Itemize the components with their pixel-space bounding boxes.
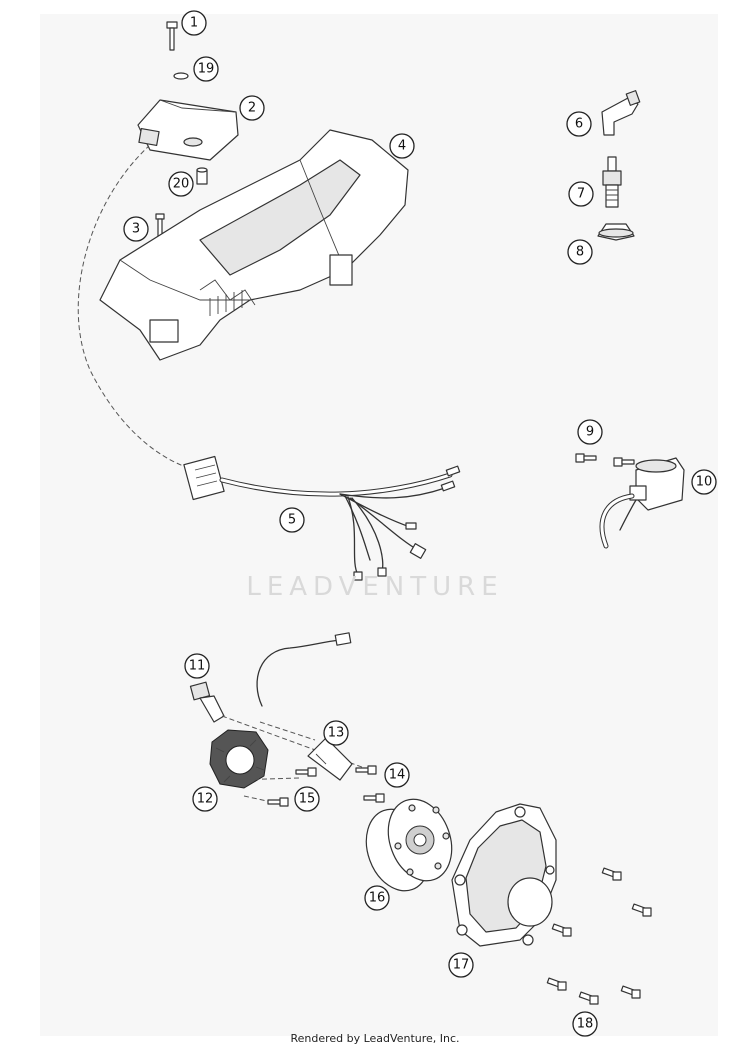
part-screw-1: [166, 21, 178, 51]
part-spark-plug-7: [602, 156, 622, 208]
part-control-module-2: [137, 99, 239, 161]
connector-dash-line: [77, 144, 196, 471]
svg-text:13: 13: [328, 726, 345, 741]
callout-10[interactable]: 10: [691, 469, 717, 495]
watermark: LEADVENTURE: [246, 572, 504, 602]
svg-text:12: 12: [197, 792, 214, 807]
svg-text:15: 15: [299, 792, 316, 807]
svg-text:19: 19: [198, 62, 215, 77]
callout-11[interactable]: 11: [184, 653, 210, 679]
callout-4[interactable]: 4: [389, 133, 415, 159]
svg-text:1: 1: [190, 16, 198, 31]
part-wire-harness-5: [183, 455, 461, 581]
callout-19[interactable]: 19: [193, 56, 219, 82]
callout-6[interactable]: 6: [566, 111, 592, 137]
part-bracket-13: [307, 737, 353, 781]
part-ignition-cover-17: [451, 803, 557, 947]
part-screws-15: [267, 767, 317, 807]
svg-text:10: 10: [696, 475, 713, 490]
svg-text:16: 16: [369, 891, 386, 906]
svg-text:4: 4: [398, 139, 406, 154]
callout-13[interactable]: 13: [323, 720, 349, 746]
part-bolts-9: [575, 453, 635, 467]
callout-5[interactable]: 5: [279, 507, 305, 533]
part-ignition-coil-10: [599, 457, 685, 549]
part-grommet-8: [597, 223, 635, 241]
svg-text:3: 3: [132, 222, 140, 237]
svg-text:7: 7: [577, 187, 585, 202]
callout-20[interactable]: 20: [168, 171, 194, 197]
callout-12[interactable]: 12: [192, 786, 218, 812]
part-screws-18: [546, 867, 652, 1005]
part-pickup-11: [189, 632, 352, 723]
callout-14[interactable]: 14: [384, 762, 410, 788]
footer-credit: Rendered by LeadVenture, Inc.: [290, 1032, 460, 1045]
part-screws-14: [355, 765, 385, 803]
callout-2[interactable]: 2: [239, 95, 265, 121]
callout-18[interactable]: 18: [572, 1011, 598, 1037]
part-stator-12: [209, 729, 269, 789]
assembly-dash-lines: [221, 715, 371, 807]
callout-7[interactable]: 7: [568, 181, 594, 207]
callout-1[interactable]: 1: [181, 10, 207, 36]
svg-text:8: 8: [576, 245, 584, 260]
part-spark-plug-cap-6: [601, 90, 641, 136]
svg-text:9: 9: [586, 425, 594, 440]
callout-17[interactable]: 17: [448, 952, 474, 978]
part-bushing-20: [196, 167, 208, 185]
part-washer-19: [173, 72, 189, 80]
svg-text:18: 18: [577, 1017, 594, 1032]
svg-text:6: 6: [575, 117, 583, 132]
svg-text:20: 20: [173, 177, 190, 192]
part-airbox-4: [99, 129, 409, 361]
callout-8[interactable]: 8: [567, 239, 593, 265]
callout-16[interactable]: 16: [364, 885, 390, 911]
svg-text:2: 2: [248, 101, 256, 116]
callout-15[interactable]: 15: [294, 786, 320, 812]
svg-text:17: 17: [453, 958, 470, 973]
svg-text:11: 11: [189, 659, 206, 674]
callout-9[interactable]: 9: [577, 419, 603, 445]
part-rotor-16: [365, 798, 453, 892]
svg-text:14: 14: [389, 768, 406, 783]
svg-text:5: 5: [288, 513, 296, 528]
callout-3[interactable]: 3: [123, 216, 149, 242]
